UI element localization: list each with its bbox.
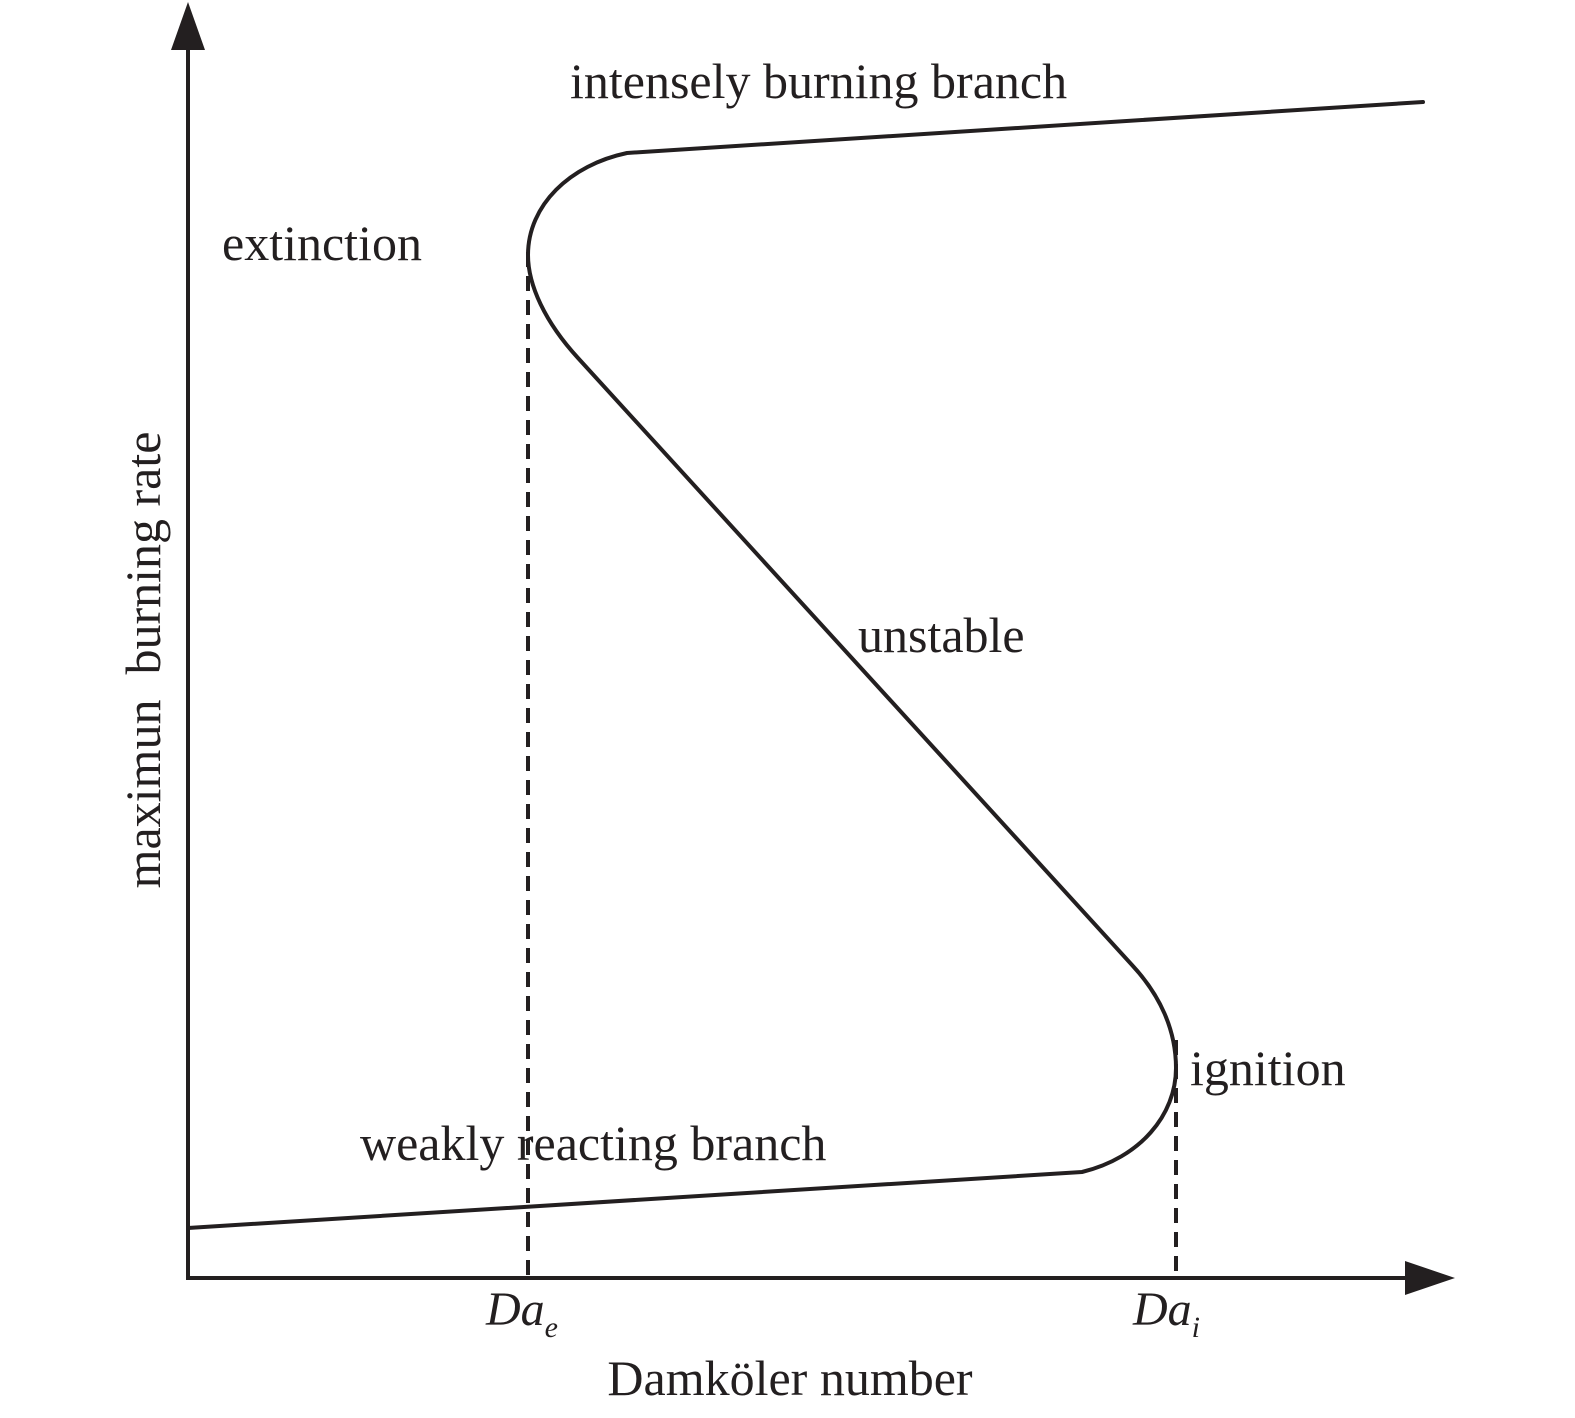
ignition-label: ignition xyxy=(1190,1040,1346,1096)
x-axis-arrowhead xyxy=(1405,1261,1455,1295)
y-axis-title: maximun burning rate xyxy=(115,432,171,889)
extinction-label: extinction xyxy=(222,215,422,271)
extinction-tick-symbol: Da xyxy=(485,1283,545,1336)
weakly-reacting-label: weakly reacting branch xyxy=(360,1115,826,1171)
intensely-burning-label: intensely burning branch xyxy=(570,53,1067,109)
ignition-tick-subscript: i xyxy=(1192,1311,1200,1344)
ignition-tick-symbol: Da xyxy=(1132,1283,1192,1336)
y-axis-arrowhead xyxy=(171,2,205,50)
extinction-tick-subscript: e xyxy=(545,1311,558,1344)
ignition-tick-label: Dai xyxy=(1132,1283,1200,1344)
unstable-label: unstable xyxy=(858,607,1025,663)
x-axis-title: Damköler number xyxy=(607,1350,973,1406)
s-curve xyxy=(186,100,1425,1230)
extinction-tick-label: Dae xyxy=(485,1283,558,1344)
